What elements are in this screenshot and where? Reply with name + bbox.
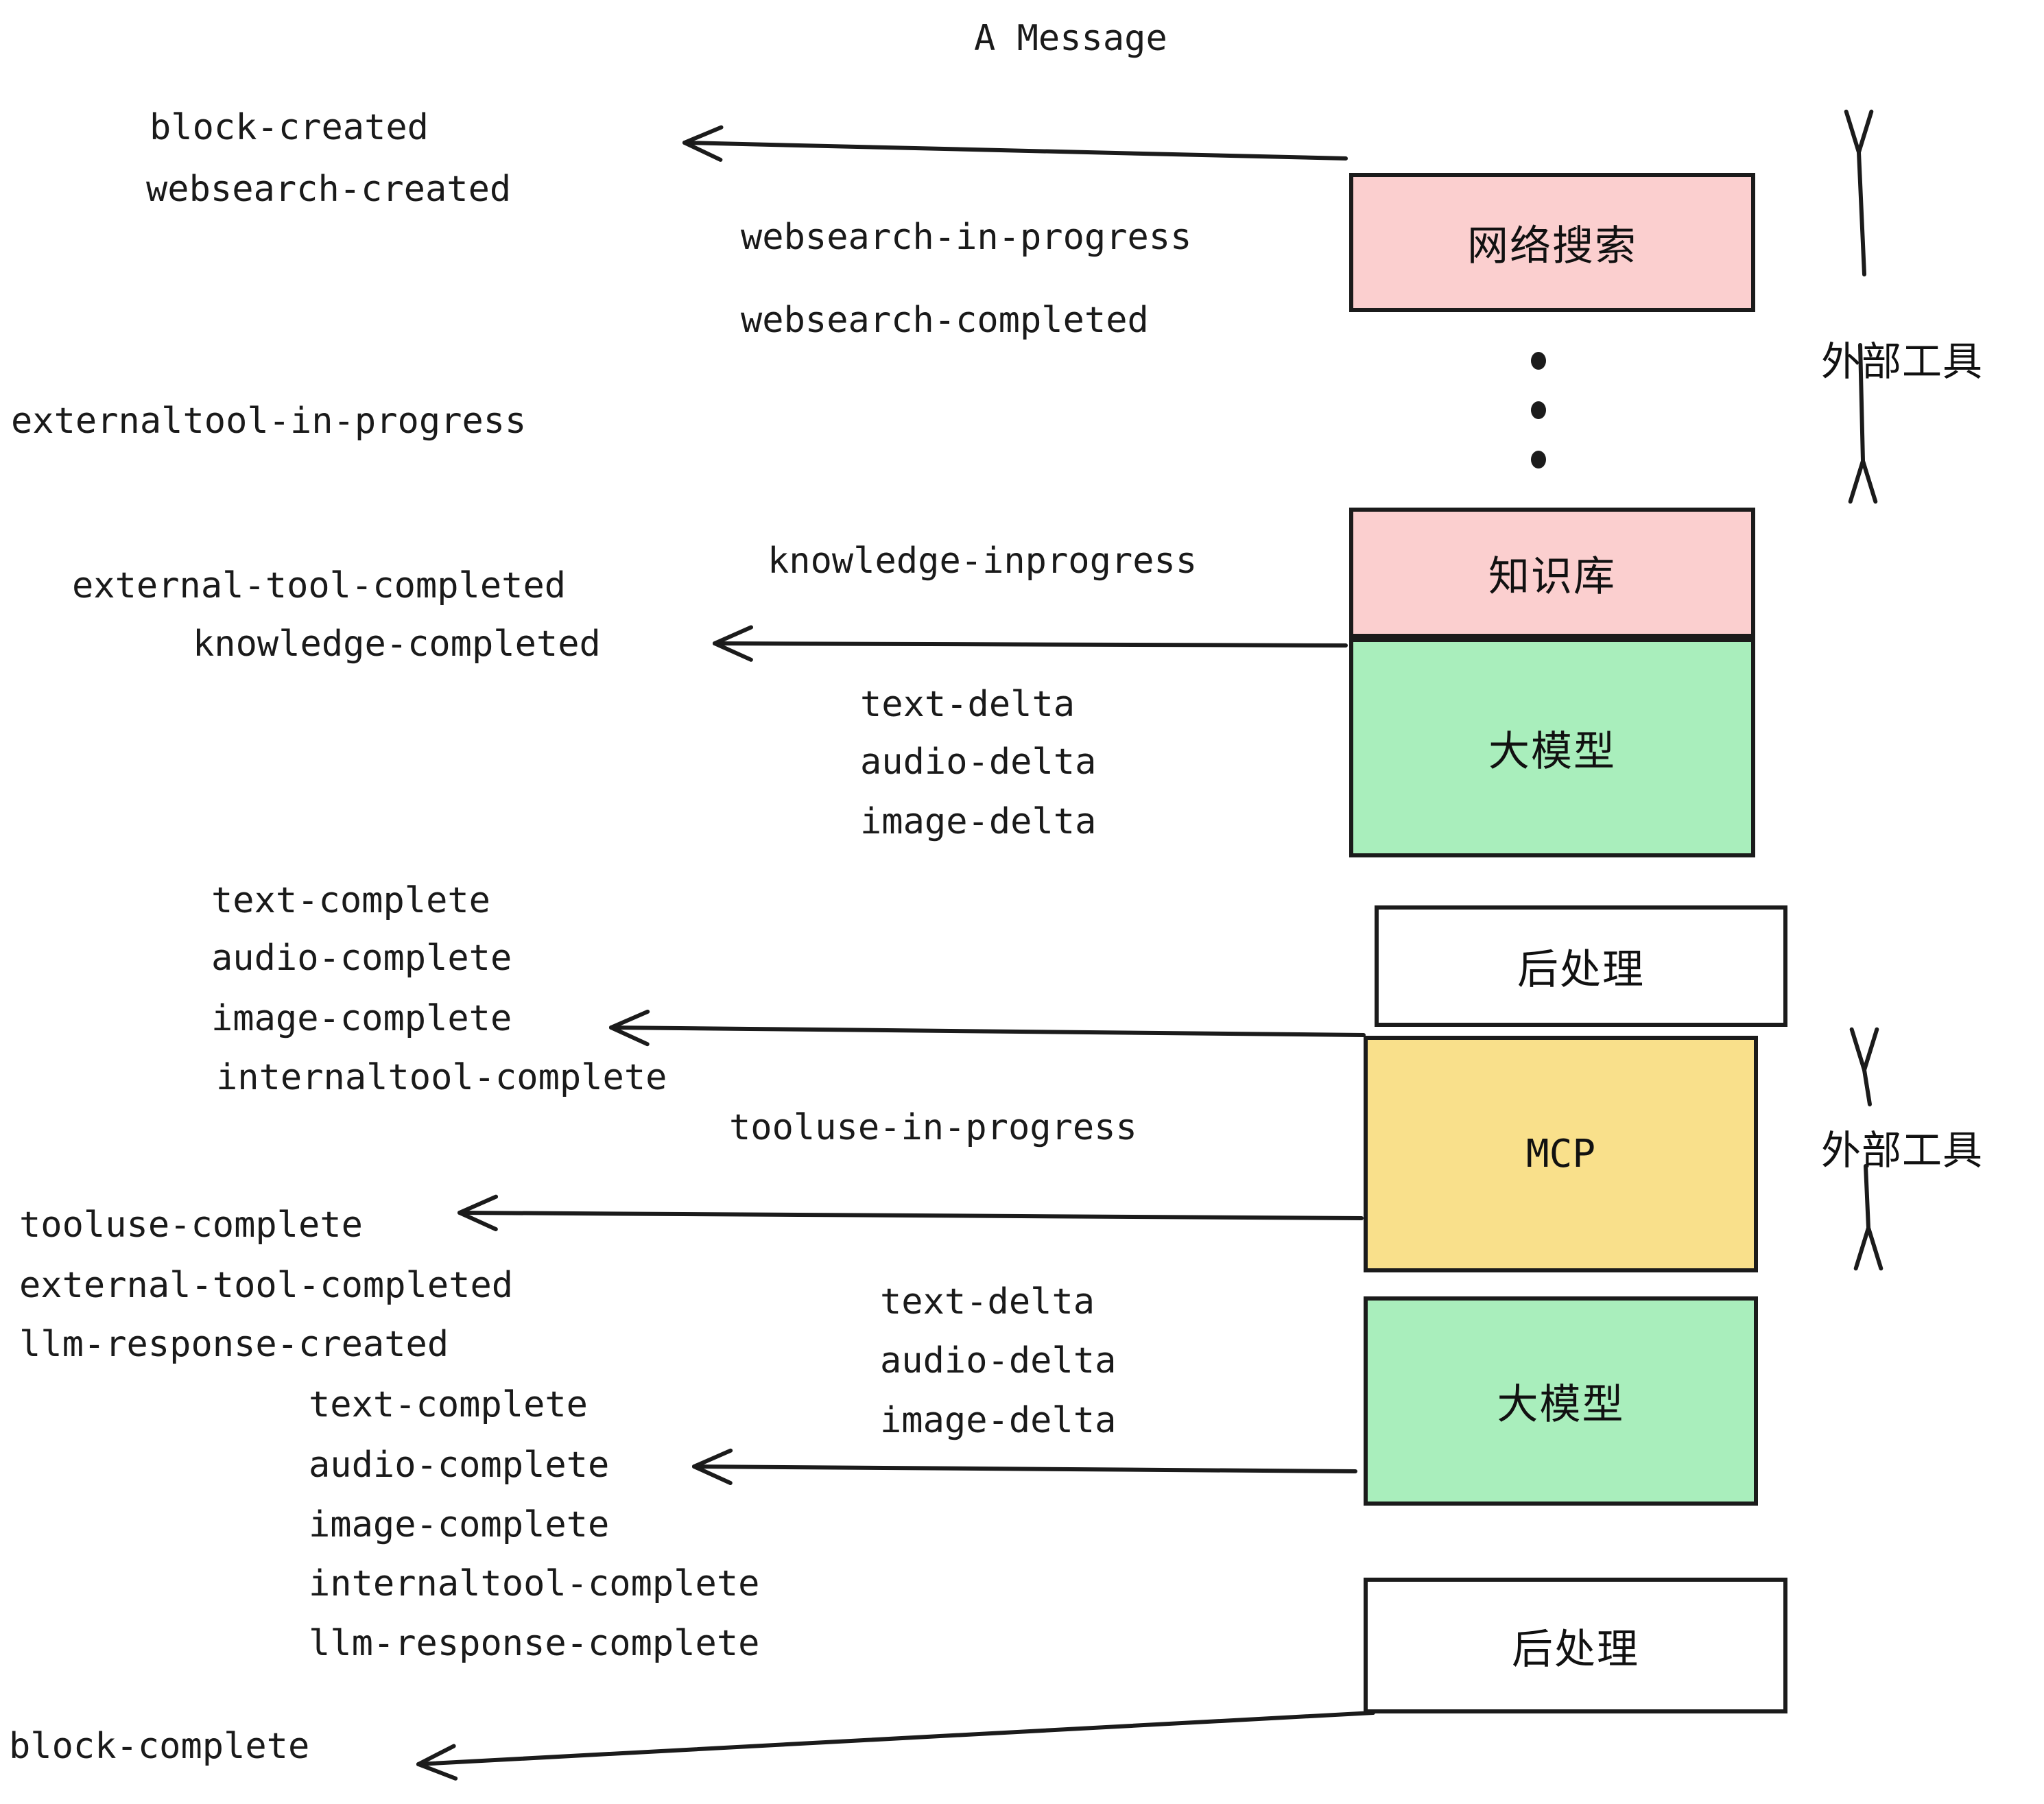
box-postprocess-2: 后处理 (1364, 1578, 1787, 1713)
box-postprocess-1: 后处理 (1375, 905, 1787, 1027)
ellipsis-dot (1531, 401, 1546, 419)
event-label-text-delta-1: text-delta (860, 684, 1076, 725)
event-label-websearch-created: websearch-created (146, 169, 512, 210)
event-label-llm-response-created: llm-response-created (19, 1324, 449, 1365)
ellipsis-dot (1531, 451, 1546, 468)
event-label-audio-delta-1: audio-delta (860, 741, 1097, 783)
ellipsis-dot (1531, 352, 1546, 370)
event-label-audio-complete-2: audio-complete (309, 1445, 610, 1486)
event-label-text-complete-2: text-complete (309, 1384, 588, 1425)
event-label-llm-response-complete: llm-response-complete (309, 1623, 760, 1664)
event-label-image-complete-1: image-complete (211, 998, 512, 1039)
arrow-arrow-image-complete (609, 1009, 1366, 1047)
event-label-tooluse-complete: tooluse-complete (19, 1204, 363, 1246)
event-label-internaltool-complete-1: internaltool-complete (216, 1057, 667, 1098)
double-arrow-external-tool-arrow-top (1844, 109, 1878, 504)
event-label-external-tool-completed-1: external-tool-completed (72, 565, 567, 606)
event-label-text-complete-1: text-complete (211, 880, 490, 921)
event-label-externaltool-in-progress: externaltool-in-progress (11, 401, 527, 442)
event-label-image-delta-1: image-delta (860, 801, 1097, 842)
event-label-internaltool-complete-2: internaltool-complete (309, 1563, 760, 1604)
event-label-audio-delta-2: audio-delta (880, 1340, 1117, 1381)
side-label-external-tool-top: 外部工具 (1821, 338, 1984, 385)
box-llm-2: 大模型 (1364, 1296, 1758, 1506)
event-label-tooluse-in-progress: tooluse-in-progress (729, 1107, 1137, 1148)
event-label-knowledge-completed: knowledge-completed (193, 624, 601, 665)
event-label-block-created: block-created (150, 107, 429, 148)
event-label-block-complete: block-complete (9, 1726, 310, 1767)
event-label-image-complete-2: image-complete (309, 1504, 610, 1545)
box-mcp: MCP (1364, 1036, 1758, 1272)
event-label-external-tool-completed-2: external-tool-completed (19, 1265, 514, 1306)
box-websearch: 网络搜索 (1349, 173, 1755, 312)
arrow-arrow-knowledge (713, 625, 1348, 662)
arrow-arrow-block-complete (416, 1711, 1375, 1781)
event-label-text-delta-2: text-delta (880, 1281, 1095, 1322)
box-llm-1: 大模型 (1349, 638, 1755, 857)
event-label-websearch-in-progress: websearch-in-progress (741, 217, 1192, 258)
diagram-title: A Message (974, 18, 1167, 59)
arrow-arrow-tooluse-complete (457, 1194, 1364, 1231)
event-label-audio-complete-1: audio-complete (211, 938, 512, 979)
side-label-external-tool-bottom: 外部工具 (1821, 1127, 1984, 1174)
event-label-knowledge-inprogress: knowledge-inprogress (768, 541, 1198, 582)
arrow-arrow-block-created (682, 125, 1348, 162)
box-knowledge-base: 知识库 (1349, 508, 1755, 638)
arrow-arrow-audio-complete (692, 1448, 1357, 1486)
event-label-websearch-completed: websearch-completed (741, 300, 1149, 341)
event-label-image-delta-2: image-delta (880, 1400, 1117, 1441)
